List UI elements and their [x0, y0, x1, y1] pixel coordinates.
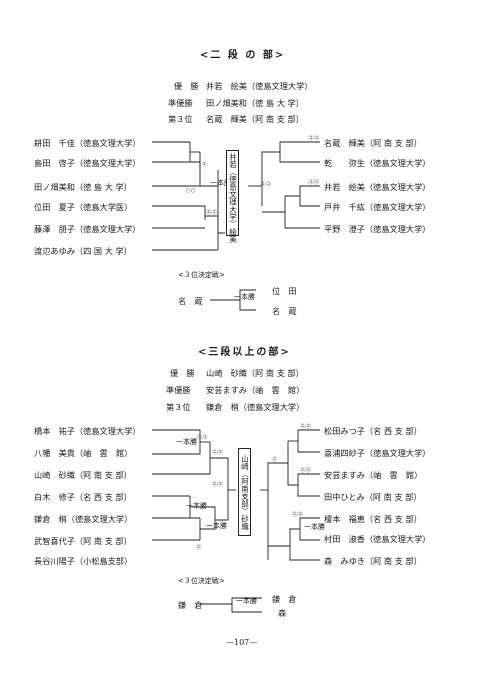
match-mark: ㋙㋙ [196, 435, 208, 441]
competitor: 乾 弥生（徳島文理大学） [324, 158, 431, 168]
section-title-nidan: <二 段 の 部> [200, 50, 286, 61]
third-place-left: 名 蔵 [178, 296, 203, 306]
match-mark: ㋓ [202, 162, 208, 168]
competitor: 島田 啓子（徳島文理大学） [34, 158, 141, 168]
match-mark: ㋓㋓ [212, 450, 224, 456]
result-rank: 準優勝 [166, 385, 191, 395]
competitor: 村田 淑香（徳島文理大学） [324, 534, 431, 544]
third-place-right: 位 田 [272, 286, 297, 296]
competitor: 喜浦四紗子（徳島文理大学） [324, 448, 431, 458]
match-mark: ㋙㋙ [308, 136, 320, 142]
match-mark: ㋙㋙ [308, 180, 320, 186]
champion-box-nidan: 井若（徳島文理大学）絵美 [226, 150, 239, 243]
competitor: 松田みつ子（名 西 支 部） [324, 426, 422, 436]
match-mark: ㋓㋓ [300, 468, 312, 474]
result-rank: 第３位 [166, 402, 191, 412]
third-place-left: 鎌 倉 [178, 600, 203, 610]
section-title-sandan: <三段以上の部> [198, 347, 291, 358]
ippon-label: 一本勝 [236, 597, 257, 605]
result-rank: 準優勝 [168, 98, 193, 108]
ippon-label: 一本勝 [186, 502, 207, 510]
match-mark: ㋓ [196, 545, 202, 551]
result-name: 鎌倉 梢（徳島文理大学） [206, 402, 305, 412]
competitor: 田ノ畑美和（徳 島 大 学） [34, 182, 132, 192]
competitor: 鎌倉 梢（徳島文理大学） [34, 514, 133, 524]
third-place-label: <３位決定戦> [178, 577, 225, 585]
result-name: 田ノ畑美和（徳 島 大 学） [206, 98, 304, 108]
match-mark: ㋓ [272, 457, 278, 463]
third-place-right: 森 [278, 608, 287, 618]
competitor: 橋本 祐子（徳島文理大学） [34, 426, 141, 436]
competitor: 位田 夏子（徳島大学医） [34, 202, 133, 212]
competitor: 平野 澄子（徳島文理大学） [324, 224, 431, 234]
match-mark: ㋓㋓ [212, 482, 224, 488]
competitor: 戸井 千紘（徳島文理大学） [324, 202, 431, 212]
competitor: 森 みゆき（阿 南 支 部） [324, 556, 422, 566]
match-mark: ㋓㋓ [292, 512, 304, 518]
competitor: 榎本 福恵（名 西 支 部） [324, 514, 422, 524]
result-rank: 第３位 [168, 114, 193, 124]
ippon-label: 一本勝 [304, 523, 325, 531]
competitor: 渡辺あゆみ（四 国 大 学） [34, 246, 132, 256]
ippon-label: 一本勝 [206, 522, 227, 530]
competitor: 藤澤 朋子（徳島文理大学） [34, 224, 141, 234]
competitor: 田中ひとみ（阿 南 支 部） [324, 492, 422, 502]
result-name: 安芸ますみ（岫 雲 館） [206, 385, 305, 395]
competitor: 井若 絵美（徳島文理大学） [324, 182, 431, 192]
result-rank: 優 勝 [170, 368, 195, 378]
competitor: 八幡 美貴（岫 雲 館） [34, 448, 133, 458]
result-name: 名蔵 輝美（阿 南 支 部） [206, 114, 304, 124]
competitor: 名蔵 輝美（阿 南 支 部） [324, 138, 422, 148]
result-name: 山崎 砂織（阿 南 支 部） [206, 368, 304, 378]
match-mark: ○○ [186, 188, 196, 194]
champion-box-sandan: 山崎（阿南支部）砂織 [238, 448, 251, 536]
match-mark: ㋓㋓ [206, 210, 218, 216]
ippon-label: 一本勝 [210, 179, 231, 187]
result-rank: 優 勝 [174, 81, 199, 91]
third-place-right: 鎌 倉 [272, 594, 297, 604]
ippon-label: 一本勝 [234, 293, 255, 301]
match-mark: ㋓㋓ [300, 424, 312, 430]
competitor: 耕田 千佳（徳島文理大学） [34, 138, 141, 148]
third-place-right: 名 蔵 [272, 306, 297, 316]
third-place-label: <３位決定戦> [178, 271, 225, 279]
competitor: 長谷川陽子（小松島支部） [34, 556, 133, 566]
competitor: 山崎 砂織（阿 南 支 部） [34, 470, 132, 480]
competitor: 武智喜代子（阿 南 支 部） [34, 536, 132, 546]
ippon-label: 一本勝 [176, 438, 197, 446]
competitor: 安芸ますみ（岫 雲 館） [324, 470, 423, 480]
result-name: 井若 絵美（徳島文理大学） [206, 81, 313, 91]
competitor: 白木 修子（名 西 支 部） [34, 492, 132, 502]
match-mark: ㋙㋙ [260, 182, 272, 188]
page-number: —107— [226, 638, 258, 647]
